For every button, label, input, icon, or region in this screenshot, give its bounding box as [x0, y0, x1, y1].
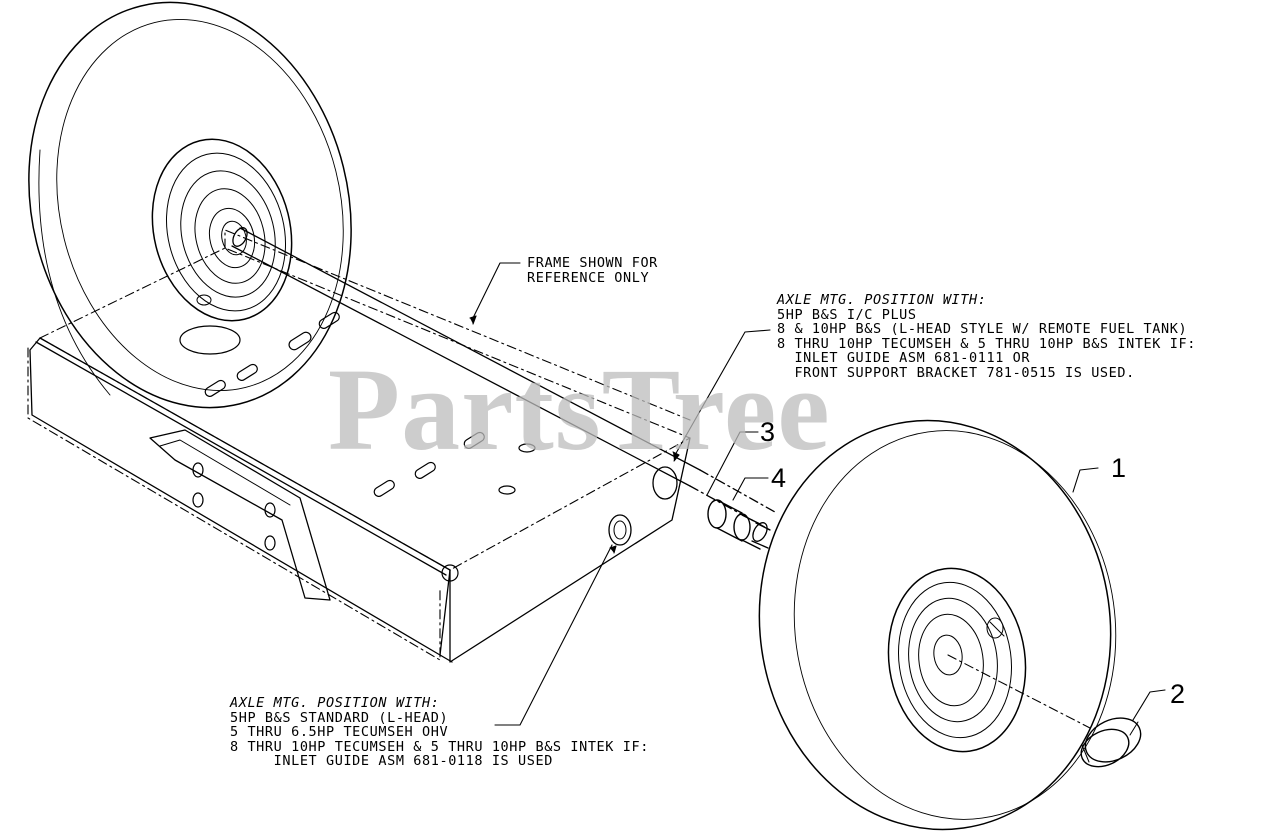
- callout-4: 4: [771, 463, 787, 493]
- upper-note-line: 8 THRU 10HP TECUMSEH & 5 THRU 10HP B&S I…: [777, 335, 1196, 352]
- trademark-symbol: ™: [922, 372, 932, 383]
- upper-note-line: 5HP B&S I/C PLUS: [777, 306, 917, 323]
- lower-note-line: 5HP B&S STANDARD (L-HEAD): [230, 709, 449, 726]
- frame: [27, 229, 691, 663]
- hub-cap: [1080, 717, 1142, 768]
- partstree-watermark: PartsTree: [328, 344, 831, 475]
- upper-note-heading: AXLE MTG. POSITION WITH:: [777, 292, 987, 308]
- callout-1: 1: [1111, 453, 1127, 483]
- lower-note-heading: AXLE MTG. POSITION WITH:: [230, 695, 440, 711]
- lower-note-line: 5 THRU 6.5HP TECUMSEH OHV: [230, 724, 449, 741]
- axle: [231, 227, 776, 549]
- axle-spacer: [707, 499, 761, 550]
- upper-axle-note: AXLE MTG. POSITION WITH:5HP B&S I/C PLUS…: [777, 293, 1196, 381]
- upper-note-line: 8 & 10HP B&S (L-HEAD STYLE W/ REMOTE FUE…: [777, 321, 1188, 338]
- lower-note-line: INLET GUIDE ASM 681-0118 IS USED: [230, 753, 553, 770]
- callout-3: 3: [760, 417, 776, 447]
- lower-note-line: 8 THRU 10HP TECUMSEH & 5 THRU 10HP B&S I…: [230, 738, 649, 755]
- leader-lines: [469, 262, 1166, 726]
- upper-note-line: INLET GUIDE ASM 681-0111 OR: [777, 350, 1031, 367]
- frame-note-line: REFERENCE ONLY: [527, 269, 650, 286]
- lower-axle-note: AXLE MTG. POSITION WITH:5HP B&S STANDARD…: [230, 696, 649, 769]
- frame-note-line: FRAME SHOWN FOR: [527, 255, 658, 271]
- callout-2: 2: [1170, 679, 1186, 709]
- right-wheel: [758, 419, 1117, 831]
- left-wheel: [28, 1, 352, 409]
- upper-note-line: FRONT SUPPORT BRACKET 781-0515 IS USED.: [777, 364, 1135, 381]
